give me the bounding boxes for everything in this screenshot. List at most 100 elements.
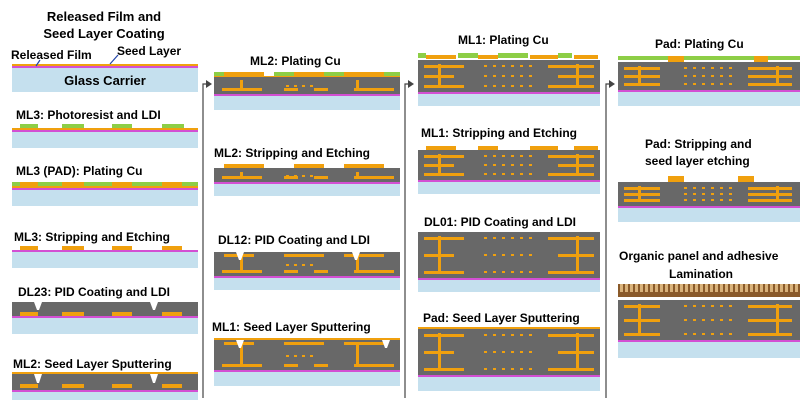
step-lamination-line2: Lamination	[669, 267, 734, 281]
photoresist	[132, 182, 162, 186]
via-dot	[720, 83, 723, 85]
top-title-line2: Seed Layer Coating	[43, 26, 165, 41]
copper-trace	[548, 271, 594, 274]
copper-pad	[668, 56, 684, 62]
flow-arrow-col2-col3-head	[408, 80, 414, 88]
glass-carrier	[618, 208, 800, 222]
organic-panel-hatch	[623, 284, 625, 292]
via-dot	[502, 368, 505, 370]
via-dot	[484, 334, 487, 336]
copper-via	[438, 154, 441, 176]
organic-panel-hatch	[713, 284, 715, 292]
via-dot	[294, 175, 297, 177]
copper-pad	[478, 55, 498, 59]
seed-layer	[214, 76, 400, 77]
organic-panel-hatch	[673, 284, 675, 292]
via-dot	[693, 199, 696, 201]
via-dot	[502, 65, 505, 67]
via-dot	[693, 319, 696, 321]
via-dot	[729, 193, 732, 195]
copper-trace	[624, 305, 660, 308]
via-dot	[529, 85, 532, 87]
copper-pad	[162, 246, 182, 250]
via-dot	[294, 264, 297, 266]
pid-opening	[150, 302, 158, 310]
organic-panel-hatch	[628, 284, 630, 292]
copper-pad	[20, 246, 38, 250]
release-film	[12, 130, 198, 132]
organic-panel-hatch	[678, 284, 680, 292]
glass-carrier	[214, 184, 400, 196]
flow-arrow-col3-col4-head	[609, 80, 615, 88]
release-film	[214, 370, 400, 372]
glass-carrier	[418, 280, 600, 292]
copper-trace	[222, 270, 262, 273]
pid-opening	[150, 374, 158, 383]
glass-carrier	[12, 132, 198, 148]
copper-pad	[20, 182, 38, 186]
via-dot	[520, 75, 523, 77]
organic-panel-hatch	[753, 284, 755, 292]
release-film	[618, 90, 800, 92]
photoresist	[214, 72, 224, 76]
via-dot	[502, 85, 505, 87]
copper-pad	[162, 312, 182, 316]
via-dot	[286, 264, 289, 266]
copper-pad	[162, 384, 182, 388]
photoresist	[274, 72, 294, 76]
via-dot	[711, 187, 714, 189]
copper-trace	[624, 83, 660, 86]
via-dot	[693, 83, 696, 85]
glass-carrier	[214, 96, 400, 110]
seed-layer	[214, 338, 400, 340]
via-dot	[502, 237, 505, 239]
pointer-line	[109, 54, 119, 65]
copper-trace	[548, 65, 594, 68]
step-pad-seed: Pad: Seed Layer Sputtering	[423, 311, 580, 325]
via-dot	[484, 254, 487, 256]
copper-via	[576, 154, 579, 176]
pid-opening	[34, 302, 42, 310]
copper-via	[776, 304, 779, 336]
copper-pad	[62, 384, 84, 388]
via-dot	[484, 237, 487, 239]
copper-trace	[354, 270, 394, 273]
via-dot	[484, 75, 487, 77]
photoresist	[38, 182, 62, 186]
step-lamination-line1: Organic panel and adhesive	[619, 249, 779, 263]
copper-pad	[426, 55, 456, 59]
via-dot	[529, 164, 532, 166]
copper-pad	[112, 312, 132, 316]
copper-trace	[284, 342, 324, 345]
release-film	[214, 94, 400, 96]
via-dot	[684, 199, 687, 201]
organic-panel-hatch	[798, 284, 800, 292]
photoresist	[498, 53, 528, 58]
copper-trace	[624, 199, 660, 202]
organic-panel-hatch	[723, 284, 725, 292]
via-dot	[720, 333, 723, 335]
via-dot	[493, 351, 496, 353]
release-film	[12, 250, 198, 252]
copper-trace	[624, 333, 660, 336]
organic-panel-hatch	[683, 284, 685, 292]
photoresist	[12, 182, 20, 186]
photoresist	[162, 124, 184, 128]
copper-trace	[344, 342, 384, 345]
via-dot	[529, 271, 532, 273]
via-dot	[711, 333, 714, 335]
organic-panel-hatch	[688, 284, 690, 292]
glass-carrier	[214, 372, 400, 386]
via-dot	[711, 305, 714, 307]
via-dot	[511, 254, 514, 256]
release-film	[618, 340, 800, 342]
via-dot	[520, 254, 523, 256]
via-dot	[529, 75, 532, 77]
copper-via	[240, 172, 243, 176]
via-dot	[720, 305, 723, 307]
organic-panel-hatch	[738, 284, 740, 292]
organic-panel-hatch	[733, 284, 735, 292]
glass-carrier	[618, 342, 800, 358]
step-ml2-stripping: ML2: Stripping and Etching	[214, 146, 370, 160]
copper-pad	[754, 56, 768, 62]
